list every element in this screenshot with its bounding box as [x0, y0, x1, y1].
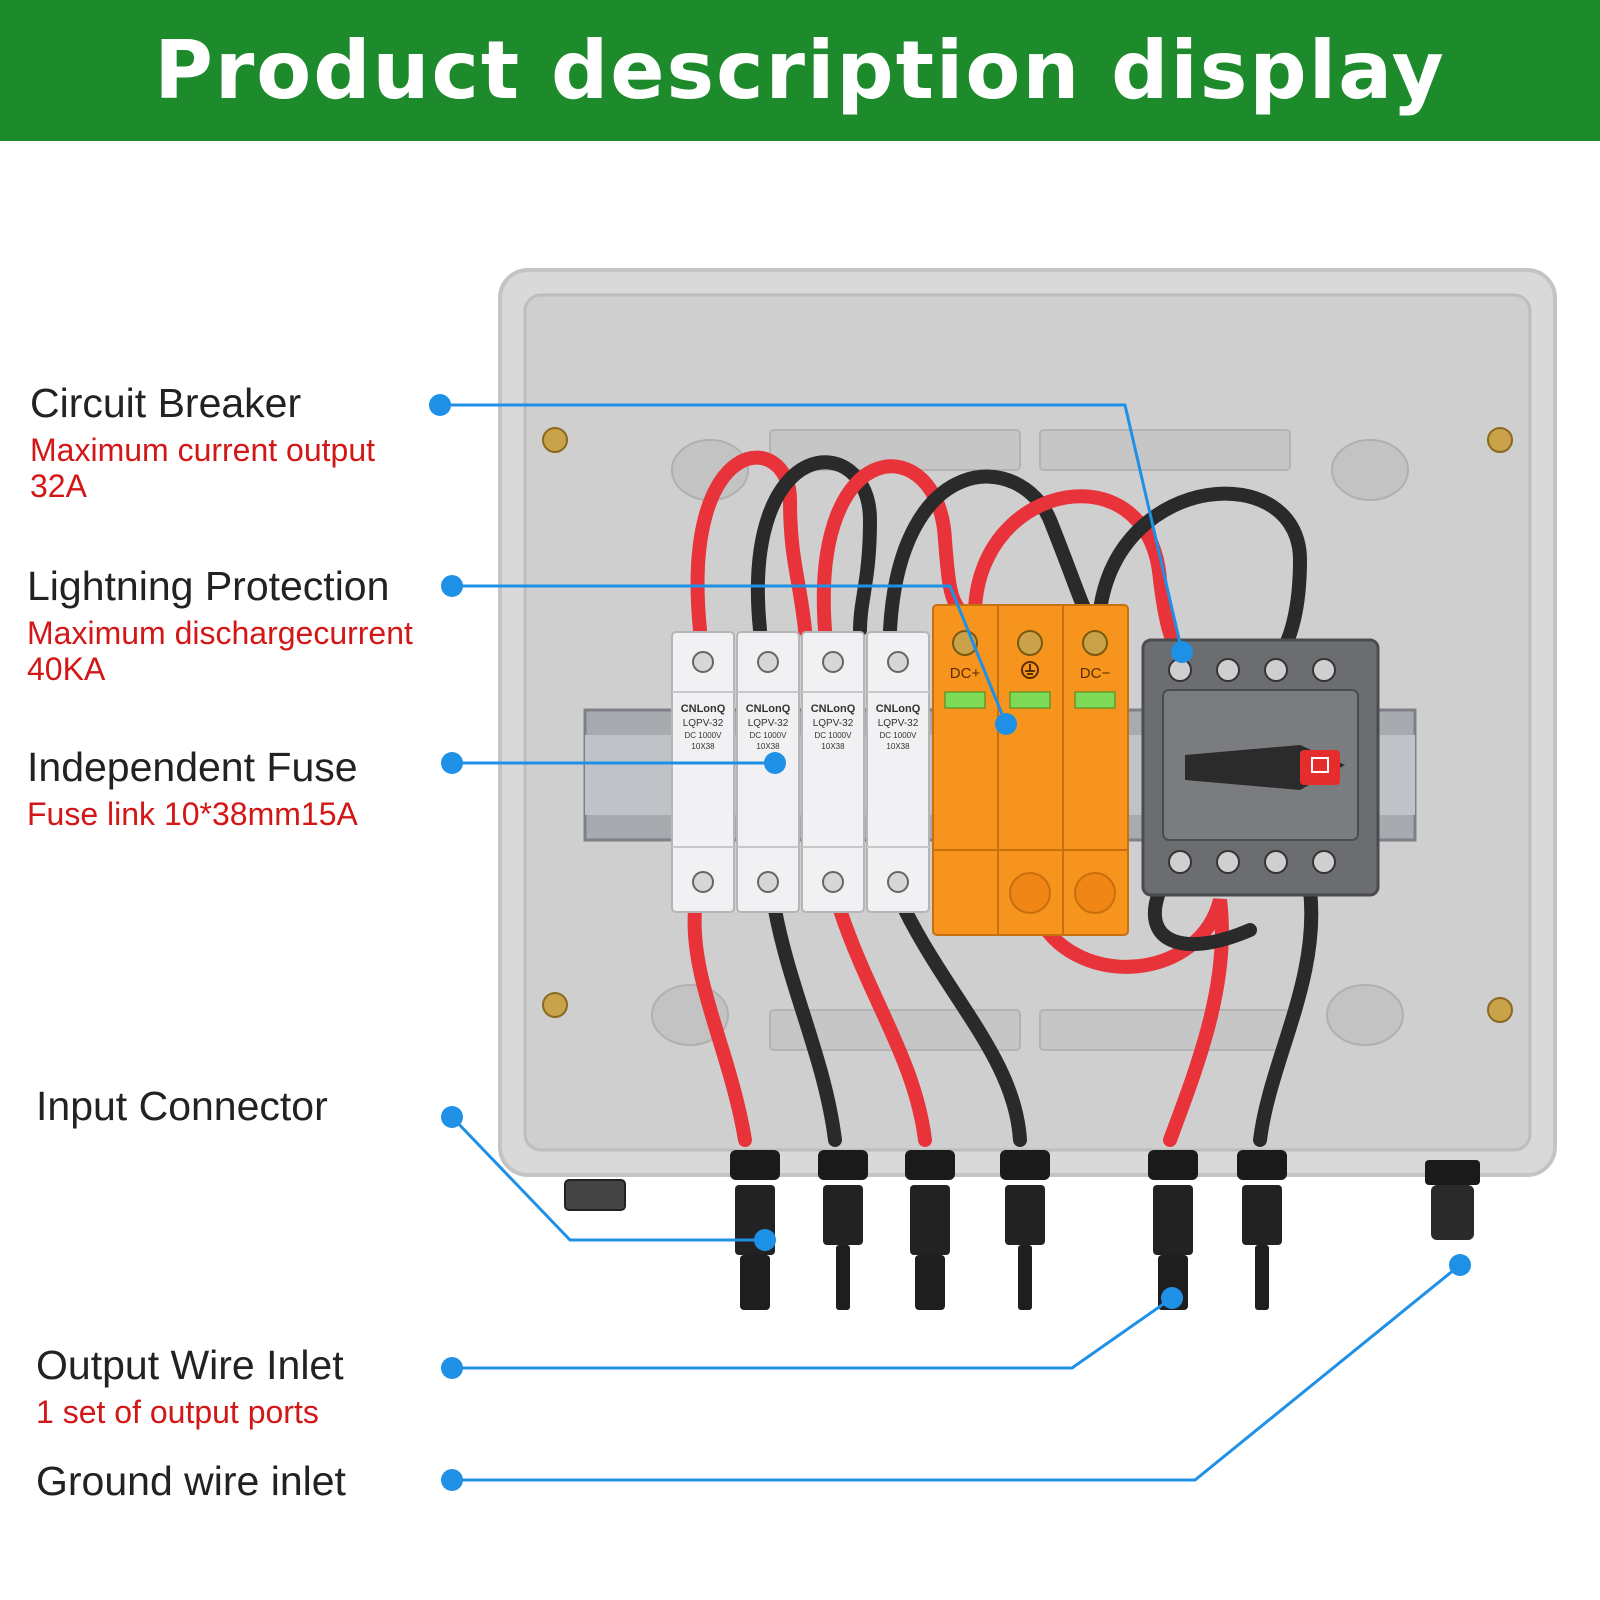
mc4-connector [818, 1150, 868, 1310]
fuse-rating: DC 1000V [685, 731, 723, 740]
callout-title: Lightning Protection [27, 563, 390, 609]
mc4-connector [905, 1150, 955, 1310]
fuse-rating: DC 1000V [750, 731, 788, 740]
spd-dc-minus-label: DC− [1080, 665, 1111, 682]
leader-dots [429, 394, 1471, 1491]
fuse-size: 10X38 [886, 742, 910, 751]
fuse-holder: CNLonQ LQPV-32 DC 1000V 10X38 [736, 631, 800, 913]
callout-input-connector: Input Connector [36, 1083, 328, 1129]
callout-desc-value: 32A [30, 468, 87, 504]
fuse-model: LQPV-32 [748, 718, 789, 729]
fuse-size: 10X38 [691, 742, 715, 751]
spd-dc-plus-label: DC+ [950, 665, 981, 682]
callout-independent-fuse: Independent Fuse Fuse link 10*38mm15A [27, 744, 358, 832]
fuse-brand: CNLonQ [876, 703, 921, 715]
callout-title: Ground wire inlet [36, 1458, 346, 1504]
mc4-connector [730, 1150, 780, 1310]
fuse-model: LQPV-32 [878, 718, 919, 729]
fuse-holder: CNLonQ LQPV-32 DC 1000V 10X38 [671, 631, 735, 913]
mc4-connector [1237, 1150, 1287, 1310]
vent-plug [564, 1179, 626, 1211]
cable-gland [1425, 1160, 1480, 1240]
ground-symbol-icon [1021, 661, 1039, 679]
fuse-holder: CNLonQ LQPV-32 DC 1000V 10X38 [801, 631, 865, 913]
fuse-brand: CNLonQ [746, 703, 791, 715]
callout-lightning-protection: Lightning Protection Maximum dischargecu… [27, 563, 413, 687]
callout-circuit-breaker: Circuit Breaker Maximum current output 3… [30, 380, 375, 504]
callout-desc: Maximum current output [30, 432, 376, 468]
fuse-holder: CNLonQ LQPV-32 DC 1000V 10X38 [866, 631, 930, 913]
callout-title: Circuit Breaker [30, 380, 302, 426]
mc4-connector [1000, 1150, 1050, 1310]
callout-desc-value: 40KA [27, 651, 106, 687]
callout-desc: Maximum dischargecurrent [27, 615, 413, 651]
callout-title: Output Wire Inlet [36, 1342, 344, 1388]
callout-desc: Fuse link 10*38mm15A [27, 796, 358, 832]
leader-lines [440, 403, 1461, 1482]
fuse-brand: CNLonQ [681, 703, 726, 715]
fuse-model: LQPV-32 [813, 718, 854, 729]
callout-ground-wire-inlet: Ground wire inlet [36, 1458, 346, 1504]
fuse-size: 10X38 [821, 742, 845, 751]
callout-title: Input Connector [36, 1083, 328, 1129]
fuse-size: 10X38 [756, 742, 780, 751]
page-title: Product description display [154, 24, 1446, 117]
mc4-connector [1148, 1150, 1198, 1310]
fuse-rating: DC 1000V [880, 731, 918, 740]
callout-desc: 1 set of output ports [36, 1394, 319, 1430]
fuse-rating: DC 1000V [815, 731, 853, 740]
wires-bottom [687, 883, 1319, 1147]
fuse-holders: CNLonQ LQPV-32 DC 1000V 10X38 CNLonQ LQP… [671, 631, 930, 913]
callout-output-wire-inlet: Output Wire Inlet 1 set of output ports [36, 1342, 344, 1430]
surge-protector: DC+ DC− [932, 604, 1129, 936]
callout-title: Independent Fuse [27, 744, 358, 790]
header-banner: Product description display [0, 0, 1600, 141]
fuse-brand: CNLonQ [811, 703, 856, 715]
fuse-model: LQPV-32 [683, 718, 724, 729]
isolator-switch [1141, 638, 1380, 897]
connectors [564, 1150, 1480, 1310]
